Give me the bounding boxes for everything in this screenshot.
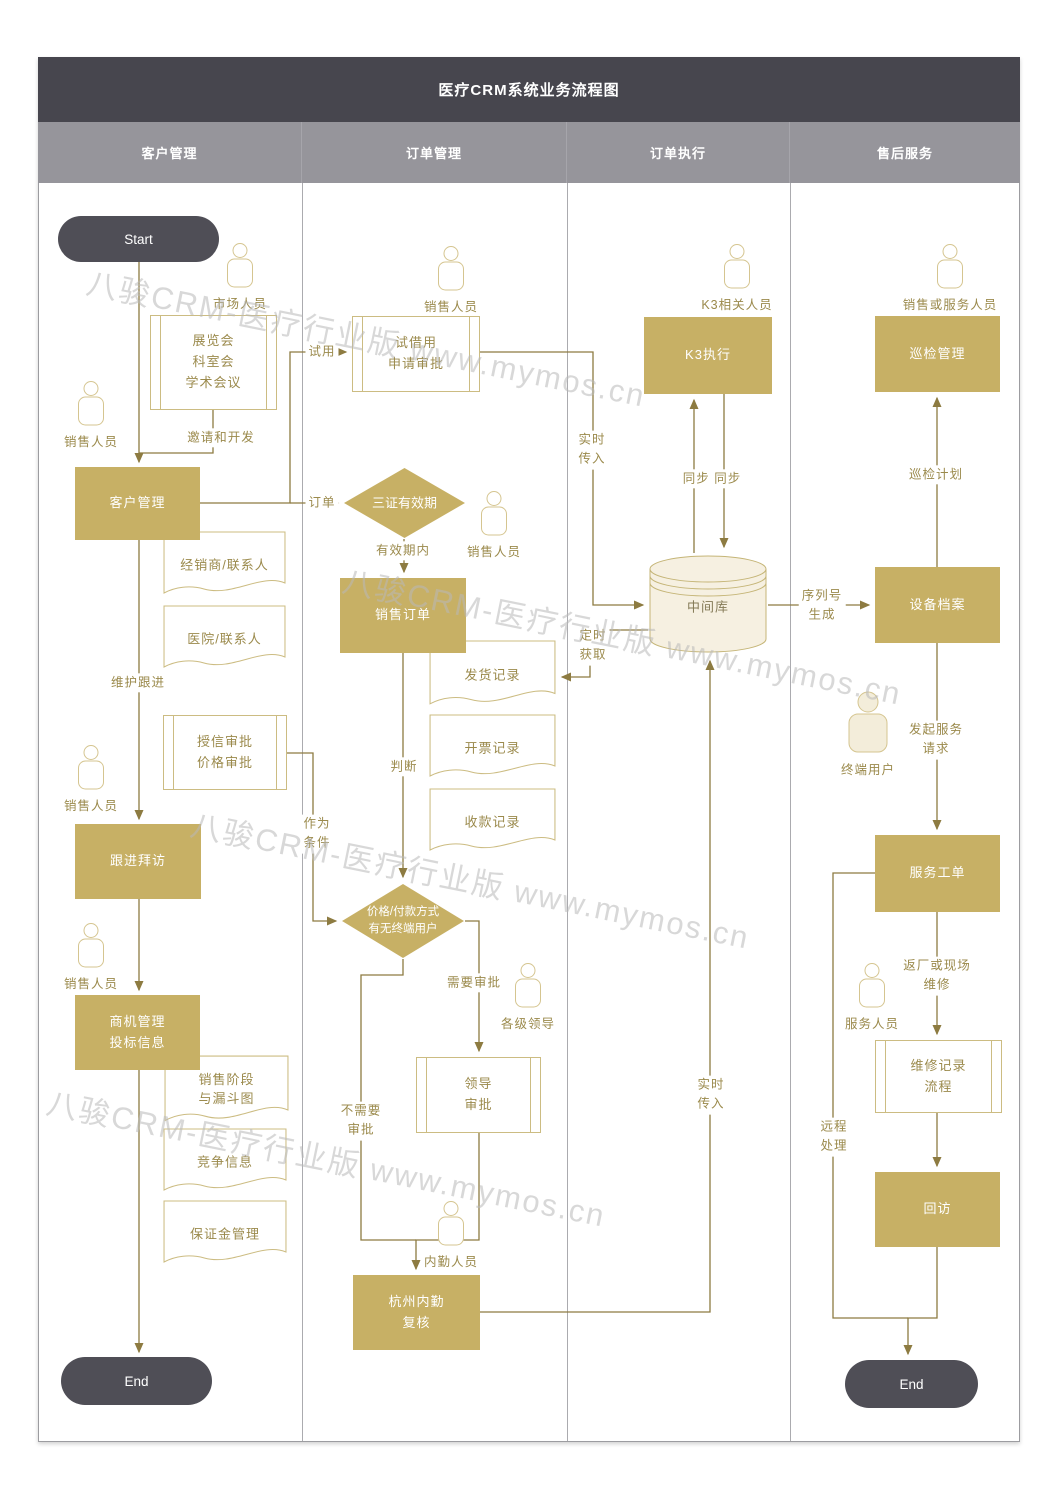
lane-header-row: 客户管理 订单管理 订单执行 售后服务 (38, 122, 1020, 183)
process-customer-mgmt: 客户管理 (75, 467, 200, 540)
edge-label-realtime-in-bottom: 实时 传入 (694, 1075, 728, 1115)
subprocess-repair-record: 维修记录 流程 (875, 1040, 1002, 1113)
subprocess-credit-approval: 授信审批 价格审批 (163, 715, 287, 790)
person-icon (515, 963, 541, 1008)
doc-dealer-contacts: 经销商/联系人 (163, 531, 286, 601)
person-sales-5: 销售人员 (439, 490, 549, 560)
person-sales-4: 销售人员 (396, 245, 506, 315)
doc-invoice-record: 开票记录 (429, 714, 556, 784)
person-terminal-user: 终端用户 (813, 690, 923, 778)
edge-label-inspect-plan: 巡检计划 (905, 465, 967, 485)
edge-label-trial: 试用 (305, 342, 339, 362)
process-sales-order: 销售订单 (340, 578, 466, 653)
person-icon (481, 491, 507, 536)
edge-label-init-service: 发起服务 请求 (905, 720, 967, 760)
edge-label-sync: 同步 同步 (679, 469, 745, 489)
person-k3: K3相关人员 (682, 243, 792, 313)
person-icon (937, 244, 963, 289)
edge-label-remote: 远程 处理 (817, 1117, 851, 1157)
decision-price-payment: 价格/付款方式 有无终端用户 (341, 883, 465, 959)
doc-sales-stage: 销售阶段 与漏斗图 (164, 1055, 289, 1129)
doc-hospital-contacts: 医院/联系人 (163, 605, 286, 675)
edge-label-return-repair: 返厂或现场 维修 (900, 956, 974, 996)
person-icon (438, 246, 464, 291)
process-follow-visit: 跟进拜访 (75, 824, 201, 899)
process-service-order: 服务工单 (875, 835, 1000, 912)
person-icon (78, 745, 104, 790)
decision-cert-validity: 三证有效期 (343, 467, 466, 539)
edge-label-invite: 邀请和开发 (184, 428, 258, 448)
lane-divider-1 (302, 183, 303, 1441)
process-opportunity: 商机管理 投标信息 (75, 995, 200, 1070)
person-sales-service: 销售或服务人员 (895, 243, 1005, 313)
person-sales-1: 销售人员 (36, 380, 146, 450)
subprocess-leader-approval: 领导 审批 (416, 1057, 541, 1133)
subprocess-trial-approval: 试借用 申请审批 (352, 316, 480, 392)
database-mid-db: 中间库 (648, 553, 768, 655)
edge-label-serial-gen: 序列号 生成 (798, 586, 846, 626)
person-icon (78, 381, 104, 426)
edge-label-need-approval: 需要审批 (443, 973, 505, 993)
edge-label-timed-fetch: 定时 获取 (576, 626, 610, 666)
process-inspection-mgmt: 巡检管理 (875, 316, 1000, 392)
person-icon (227, 243, 253, 288)
doc-payment-record: 收款记录 (429, 788, 556, 858)
edge-label-realtime-in-top: 实时 传入 (575, 430, 609, 470)
process-device-archive: 设备档案 (875, 567, 1000, 643)
doc-competition: 竞争信息 (163, 1128, 287, 1198)
process-revisit: 回访 (875, 1172, 1000, 1247)
edge-label-judge: 判断 (387, 757, 421, 777)
edge-label-valid-period: 有效期内 (372, 541, 434, 561)
lane-divider-3 (790, 183, 791, 1441)
subprocess-expo: 展览会 科室会 学术会议 (150, 315, 277, 410)
doc-deposit: 保证金管理 (163, 1200, 287, 1270)
page-title: 医疗CRM系统业务流程图 (38, 57, 1020, 122)
lane-divider-2 (567, 183, 568, 1441)
terminal-end-left: End (61, 1357, 212, 1405)
process-k3-exec: K3执行 (644, 317, 772, 394)
person-sales-2: 销售人员 (36, 744, 146, 814)
person-market: 市场人员 (185, 242, 295, 312)
person-icon (724, 244, 750, 289)
lane-order-exec: 订单执行 (567, 122, 790, 183)
terminal-end-right: End (845, 1360, 978, 1408)
person-icon (859, 963, 885, 1008)
person-icon (78, 923, 104, 968)
person-office: 内勤人员 (396, 1200, 506, 1270)
process-hangzhou-review: 杭州内勤 复核 (353, 1275, 480, 1350)
terminal-start: Start (58, 216, 219, 262)
edge-label-no-need-approval: 不需要 审批 (337, 1101, 385, 1141)
edge-label-as-condition: 作为 条件 (300, 814, 334, 854)
lane-order-mgmt: 订单管理 (302, 122, 567, 183)
person-sales-3: 销售人员 (36, 922, 146, 992)
lane-customer-mgmt: 客户管理 (38, 122, 302, 183)
person-icon (848, 691, 888, 753)
lane-after-sales: 售后服务 (790, 122, 1020, 183)
person-icon (438, 1201, 464, 1246)
edge-label-order: 订单 (305, 493, 339, 513)
edge-label-maintain: 维护跟进 (107, 673, 169, 693)
